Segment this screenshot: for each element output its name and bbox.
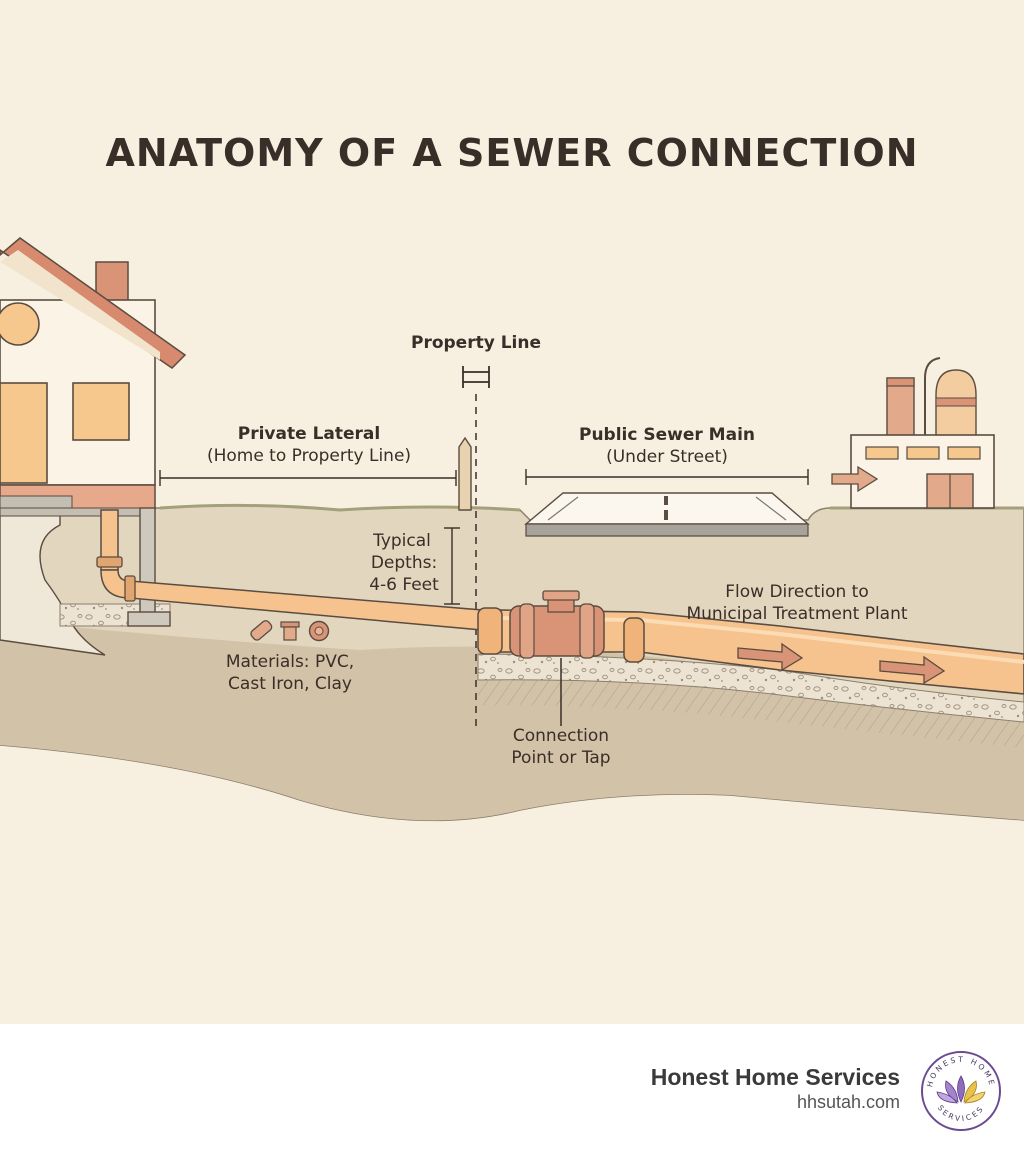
private-lateral-dimension [159, 470, 457, 486]
arrow-right-icon [831, 465, 879, 493]
depth-label-line3: 4-6 Feet [369, 575, 439, 595]
property-line-marker [458, 366, 490, 728]
street [524, 492, 810, 537]
private-lateral-title: Private Lateral [238, 424, 380, 444]
depth-label-line1: Typical [372, 531, 431, 551]
public-main-dimension [525, 469, 809, 485]
flow-arrow-icon [737, 642, 804, 672]
cast-iron-pipe-icon [280, 621, 300, 641]
survey-stake-icon [462, 366, 490, 388]
flow-arrow-icon [879, 655, 946, 685]
brand-name: Honest Home Services [650, 1064, 900, 1090]
brand-url: hhsutah.com [796, 1092, 900, 1112]
house [0, 237, 187, 627]
materials-line1: Materials: PVC, [226, 652, 354, 672]
depth-dimension [444, 527, 460, 605]
treatment-plant [850, 357, 995, 509]
public-main-subtitle: (Under Street) [606, 447, 728, 467]
footer: Honest Home Services hhsutah.com HONEST … [0, 1024, 1024, 1154]
connection-point-line2: Point or Tap [511, 748, 610, 768]
pvc-pipe-icon [250, 620, 273, 641]
depth-label-line2: Depths: [371, 553, 437, 573]
gravel-bedding [477, 653, 1024, 748]
lotus-logo-icon: HONEST HOME SERVICES [921, 1051, 1001, 1131]
flow-direction-line2: Municipal Treatment Plant [686, 604, 907, 624]
clay-pipe-icon [308, 620, 330, 642]
property-line-label: Property Line [411, 333, 541, 353]
flow-direction-line1: Flow Direction to [725, 582, 868, 602]
boundary-post-icon [458, 436, 472, 511]
sewer-diagram: ANATOMY OF A SEWER CONNECTION Property L… [0, 131, 1024, 822]
public-main-title: Public Sewer Main [579, 425, 755, 445]
materials-line2: Cast Iron, Clay [228, 674, 352, 694]
diagram-title: ANATOMY OF A SEWER CONNECTION [105, 131, 918, 175]
private-lateral-subtitle: (Home to Property Line) [207, 446, 411, 466]
connection-point-line1: Connection [513, 726, 609, 746]
